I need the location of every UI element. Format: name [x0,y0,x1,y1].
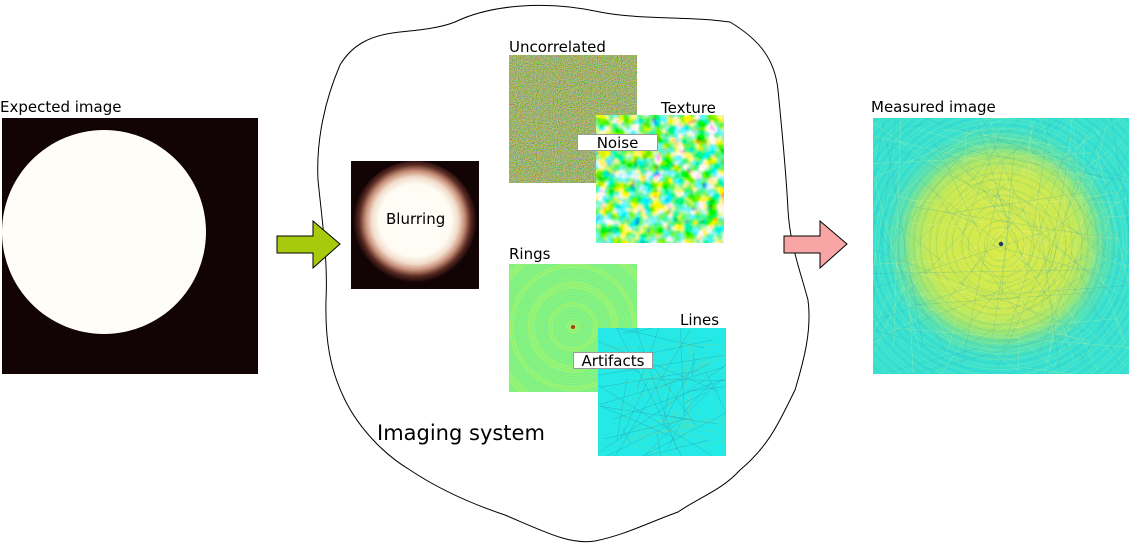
texture-label: Texture [661,99,716,117]
measured-image [820,63,1131,425]
noise-label: Noise [577,134,658,151]
measured-image-label: Measured image [871,98,996,116]
arrow-right-icon-pink [783,220,848,270]
arrow-right-icon-green [276,220,341,270]
expected-image [2,118,258,374]
blurring-label: Blurring [386,210,446,228]
lines-artifact-image [582,312,741,472]
lines-label: Lines [680,311,720,329]
expected-image-label: Expected image [0,98,122,116]
uncorrelated-label: Uncorrelated [509,38,606,56]
rings-label: Rings [509,245,551,263]
imaging-system-label: Imaging system [377,421,545,445]
disk-shape [2,130,206,334]
artifacts-label: Artifacts [573,352,653,369]
blurring-image [351,161,479,289]
